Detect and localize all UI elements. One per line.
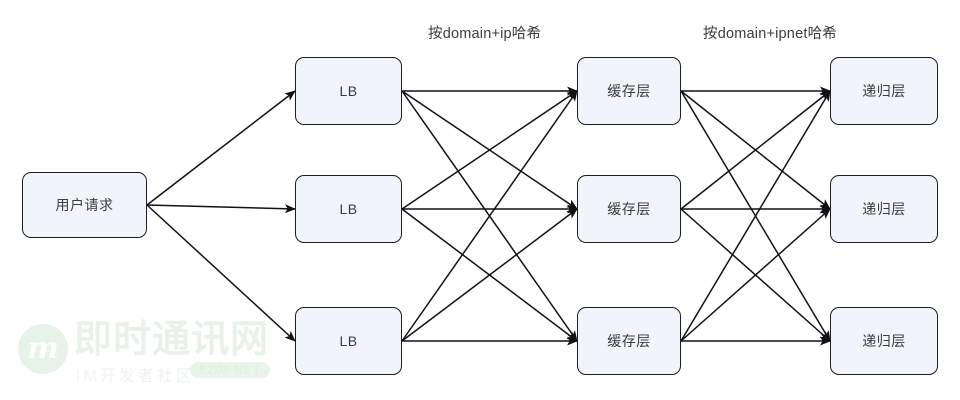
edge-cache-2-to-rec-3 — [680, 208, 831, 342]
node-label: 缓存层 — [607, 201, 651, 217]
edge-client-1-to-lb-1 — [146, 90, 296, 206]
edge-lb-2-to-cache-1 — [401, 90, 578, 210]
hash-label-ip: 按domain+ip哈希 — [428, 26, 542, 42]
node-rec-1[interactable]: 递归层 — [830, 57, 938, 125]
node-client-1[interactable]: 用户请求 — [22, 172, 147, 238]
watermark-badge: 52IM.NET — [190, 362, 271, 378]
node-label: 递归层 — [862, 333, 906, 349]
edge-cache-2-to-rec-1 — [680, 90, 831, 210]
node-rec-2[interactable]: 递归层 — [830, 175, 938, 243]
edge-client-1-to-lb-3 — [146, 204, 296, 342]
node-label: LB — [339, 333, 358, 349]
edge-cache-3-to-rec-1 — [680, 90, 831, 342]
node-label: LB — [339, 201, 358, 217]
edge-lb-3-to-cache-1 — [401, 90, 578, 342]
node-label: LB — [339, 83, 358, 99]
node-label: 缓存层 — [607, 83, 651, 99]
edge-client-1-to-lb-2 — [146, 204, 296, 214]
node-cache-3[interactable]: 缓存层 — [577, 307, 681, 375]
node-lb-3[interactable]: LB — [295, 307, 402, 375]
node-label: 缓存层 — [607, 333, 651, 349]
edge-lb-3-to-cache-2 — [401, 208, 578, 342]
edge-cache-1-to-rec-3 — [680, 90, 831, 342]
edge-lb-1-to-cache-3 — [401, 90, 578, 342]
node-lb-2[interactable]: LB — [295, 175, 402, 243]
edge-lb-1-to-cache-2 — [401, 90, 578, 210]
hash-label-ipnet: 按domain+ipnet哈希 — [703, 26, 837, 42]
watermark: m 即时通讯网 IM开发者社区 52IM.NET — [18, 318, 298, 394]
node-cache-2[interactable]: 缓存层 — [577, 175, 681, 243]
watermark-sub-text: IM开发者社区 — [76, 368, 195, 385]
edge-cache-1-to-rec-2 — [680, 90, 831, 210]
node-label: 递归层 — [862, 201, 906, 217]
edge-cache-3-to-rec-2 — [680, 208, 831, 342]
node-lb-1[interactable]: LB — [295, 57, 402, 125]
watermark-logo-icon: m — [18, 324, 68, 374]
edge-lb-2-to-cache-3 — [401, 208, 578, 342]
node-label: 用户请求 — [55, 197, 114, 213]
node-rec-3[interactable]: 递归层 — [830, 307, 938, 375]
node-label: 递归层 — [862, 83, 906, 99]
node-cache-1[interactable]: 缓存层 — [577, 57, 681, 125]
watermark-main-text: 即时通讯网 — [74, 319, 270, 361]
